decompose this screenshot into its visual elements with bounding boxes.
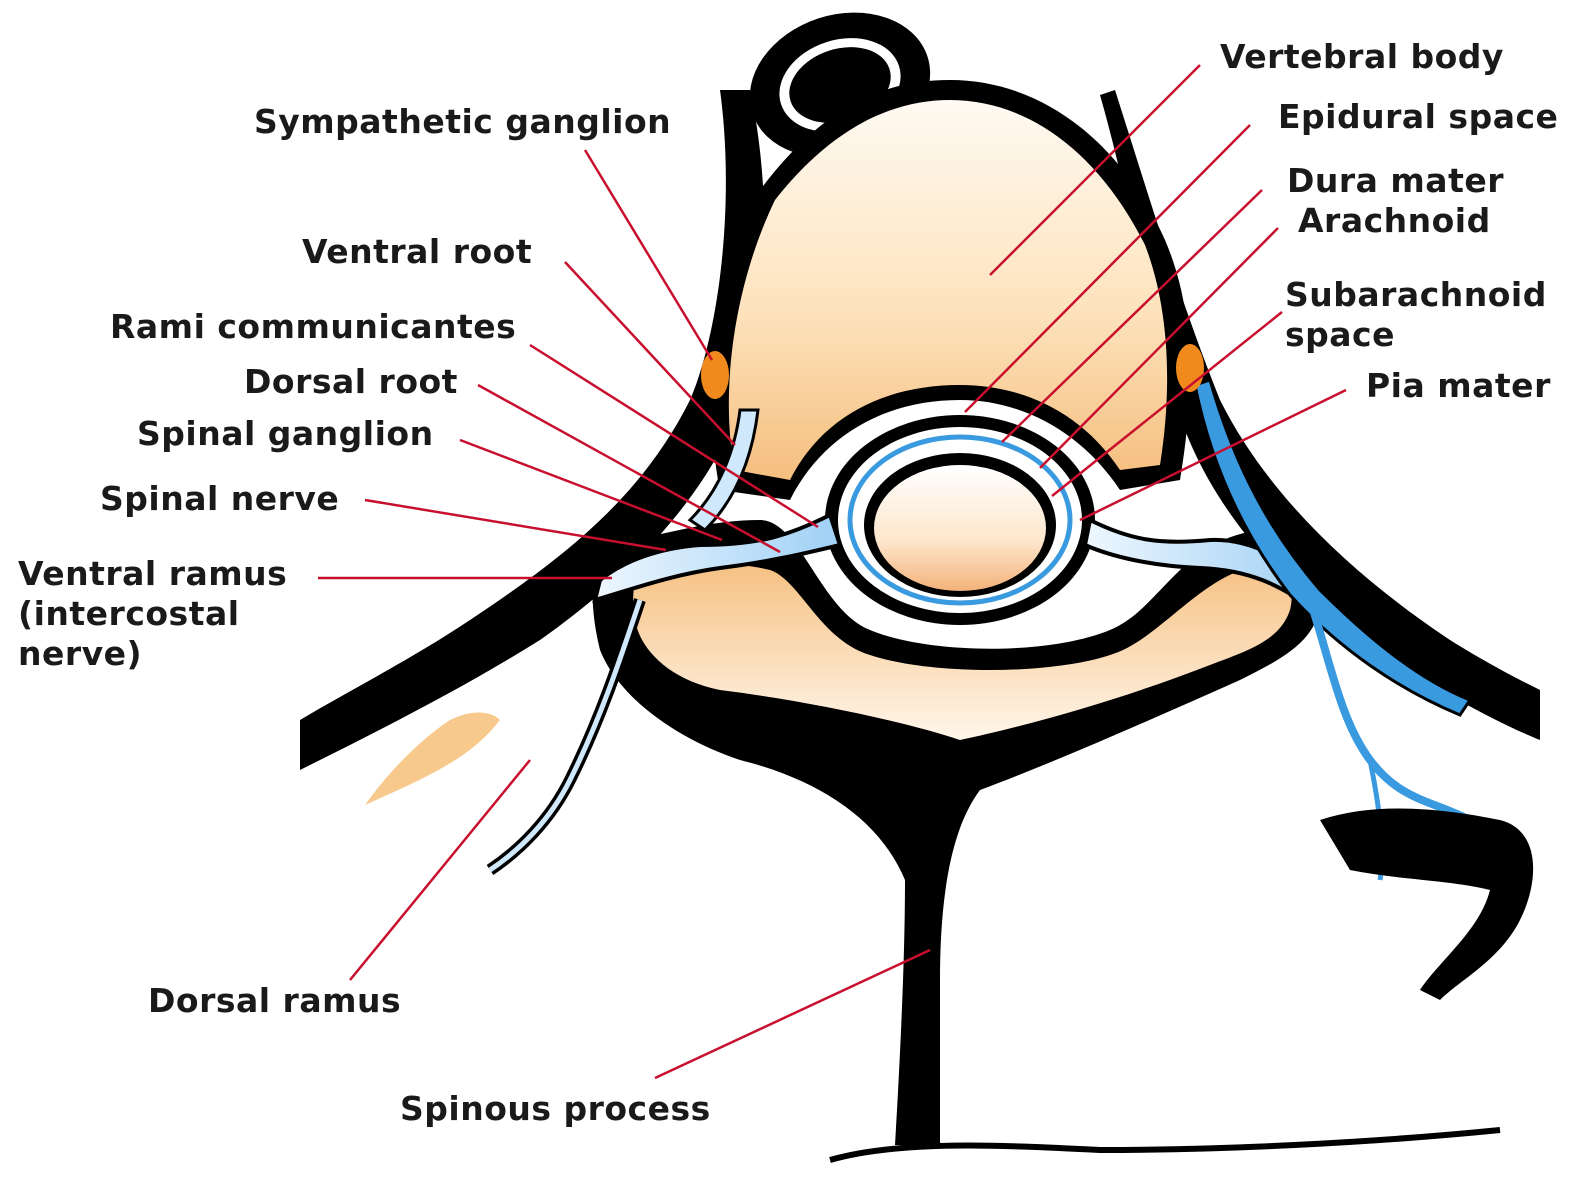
label-subarachnoid-line1: Subarachnoid — [1285, 275, 1547, 315]
left-sympathetic-ganglion — [701, 351, 729, 399]
label-dura-mater: Dura mater — [1287, 161, 1504, 201]
label-arachnoid: Arachnoid — [1298, 201, 1491, 241]
label-ventral-ramus-line3: nerve) — [18, 634, 142, 674]
leader-sympathetic-ganglion — [585, 150, 712, 360]
right-transverse-process — [1320, 808, 1533, 1000]
label-spinal-ganglion: Spinal ganglion — [137, 414, 434, 454]
label-ventral-ramus-line2: (intercostal — [18, 594, 240, 634]
label-vertebral-body: Vertebral body — [1220, 37, 1504, 77]
label-spinal-nerve: Spinal nerve — [100, 479, 339, 519]
label-subarachnoid-line2: space — [1285, 315, 1395, 355]
label-epidural-space: Epidural space — [1278, 97, 1558, 137]
leader-spinous-process — [655, 950, 930, 1078]
label-dorsal-root: Dorsal root — [244, 362, 458, 402]
label-ventral-root: Ventral root — [302, 232, 532, 272]
label-pia-mater: Pia mater — [1366, 366, 1551, 406]
label-ventral-ramus-line1: Ventral ramus — [18, 554, 287, 594]
label-sympathetic-ganglion: Sympathetic ganglion — [254, 102, 671, 142]
label-rami-communicantes: Rami communicantes — [110, 307, 516, 347]
label-dorsal-ramus: Dorsal ramus — [148, 981, 401, 1021]
label-spinous-process: Spinous process — [400, 1089, 711, 1129]
spinal-cord — [874, 465, 1046, 591]
